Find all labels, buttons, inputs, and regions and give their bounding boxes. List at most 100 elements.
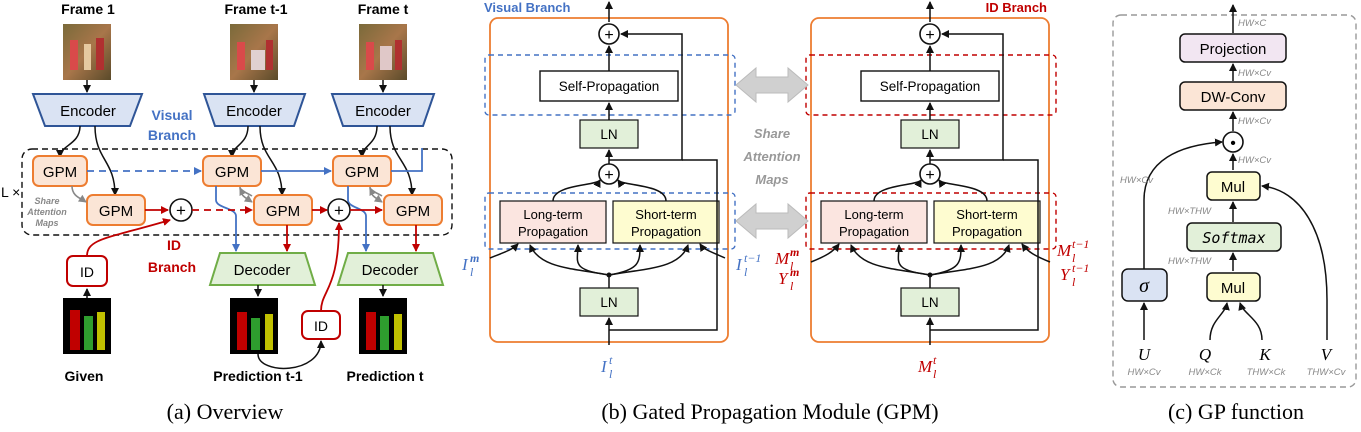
ln-visual-1-label: LN [600,295,617,310]
add-icon-gpm-id-mid-sign: + [925,167,934,184]
svg-text:l: l [1072,251,1076,265]
share-attention-small-3: Maps [35,218,58,228]
hadamard-icon [1222,131,1244,153]
short-term-visual: Short-term Propagation [612,200,720,244]
label-I-t1: I t−1 l [735,251,761,279]
var-V: V [1321,345,1334,364]
gpm-3-visual: GPM [332,155,392,187]
encoder-2: Encoder [202,93,307,127]
svg-text:I: I [600,357,608,376]
self-prop-visual-label: Self-Propagation [559,79,660,94]
long-term-id: Long-term Propagation [820,200,928,244]
share-attention-small-1: Share [34,196,59,206]
decoder-1-label: Decoder [234,262,291,279]
dwconv-block: DW-Conv [1179,81,1287,111]
frame-t1-image [230,24,278,80]
svg-text:l: l [470,265,474,279]
given-label: Given [65,368,104,384]
svg-text:l: l [790,279,794,293]
ln-visual-2-label: LN [600,127,617,142]
svg-text:m: m [470,251,479,265]
sigma-block: σ [1121,268,1168,302]
long-term-id-l1: Long-term [844,207,903,222]
visual-branch-label-1: Visual [152,107,193,123]
short-term-id: Short-term Propagation [933,200,1041,244]
softmax-block: Softmax [1186,222,1282,252]
label-I-m: I m l [461,251,479,279]
overview-panel: Frame 1 Frame t-1 Frame t Encoder Encode… [1,1,453,424]
gpm-1-visual: GPM [32,155,88,187]
mul-top-label: Mul [1221,179,1245,196]
frame-t-image [359,24,407,80]
var-K: K [1258,345,1272,364]
var-Q: Q [1199,345,1211,364]
encoder-3: Encoder [330,93,436,127]
frame1-label: Frame 1 [61,1,115,17]
id-branch-title: ID Branch [986,0,1047,15]
id-embed-1-label: ID [80,264,94,280]
svg-text:t: t [609,353,613,367]
share-attention-small-2: Attention [26,207,67,217]
svg-text:m: m [790,245,799,259]
gpm-1-visual-label: GPM [43,164,77,181]
frame-t1-label: Frame t-1 [224,1,287,17]
label-M-t: M t l [917,353,937,381]
svg-text:Y: Y [1060,265,1071,284]
encoder-3-label: Encoder [355,103,411,120]
ln-id-2-label: LN [921,127,938,142]
self-prop-id: Self-Propagation [860,70,1000,102]
svg-text:M: M [1056,241,1072,260]
given-mask-image [63,298,111,354]
id-branch-label-2: Branch [148,259,196,275]
pred-t-label: Prediction t [346,368,423,384]
ln-id-2: LN [900,119,960,149]
mul-block-top: Mul [1206,171,1261,201]
add-icon-gpm-v-top [598,23,620,45]
svg-text:M: M [774,249,790,268]
self-prop-id-label: Self-Propagation [880,79,981,94]
svg-text:l: l [933,367,937,381]
softmax-label: Softmax [1202,229,1265,247]
gp-function-box [1112,14,1357,388]
svg-text:l: l [1072,275,1076,289]
label-I-t: I t l [600,353,613,381]
svg-text:M: M [917,357,933,376]
id-embed-2: ID [301,310,341,340]
dim-K: THW×Ck [1247,367,1287,378]
dim-out: HW×C [1238,18,1266,29]
svg-text:l: l [744,265,748,279]
share-label-2: Attention [742,149,800,164]
short-term-id-l1: Short-term [956,207,1017,222]
short-term-visual-l2: Propagation [631,224,701,239]
long-term-visual-l2: Propagation [518,224,588,239]
ln-id-1-label: LN [921,295,938,310]
pred-t1-mask-image [230,298,278,354]
gpm-caption: (b) Gated Propagation Module (GPM) [601,399,938,424]
gpm-1-id-label: GPM [99,203,133,220]
dwconv-label: DW-Conv [1201,89,1266,106]
projection-label: Projection [1200,41,1267,58]
pred-t-mask-image [359,298,407,354]
id-branch-label-1: ID [167,237,181,253]
gp-caption: (c) GP function [1168,399,1304,424]
dim-Q: HW×Ck [1189,367,1223,378]
long-term-visual-l1: Long-term [523,207,582,222]
gpm-panel: Visual Branch ID Branch + Self-Propagati… [461,0,1089,424]
svg-text:m: m [790,265,799,279]
long-term-id-l2: Propagation [839,224,909,239]
frame1-image [63,24,111,80]
ln-visual-2: LN [579,119,639,149]
gpm-2-id-label: GPM [266,203,300,220]
label-M-m: M m l [774,245,799,273]
svg-text:I: I [735,255,743,274]
add-icon-gpm-id-top [919,23,941,45]
svg-text:I: I [461,255,469,274]
svg-text:t−1: t−1 [744,251,761,265]
decoder-2-label: Decoder [362,262,419,279]
dim-cv-2: HW×Cv [1238,116,1272,127]
overview-caption: (a) Overview [167,399,284,424]
layer-repeat-label: L × [1,184,20,200]
encoder-1: Encoder [31,93,144,127]
label-M-t1: M t−1 l [1056,237,1089,265]
